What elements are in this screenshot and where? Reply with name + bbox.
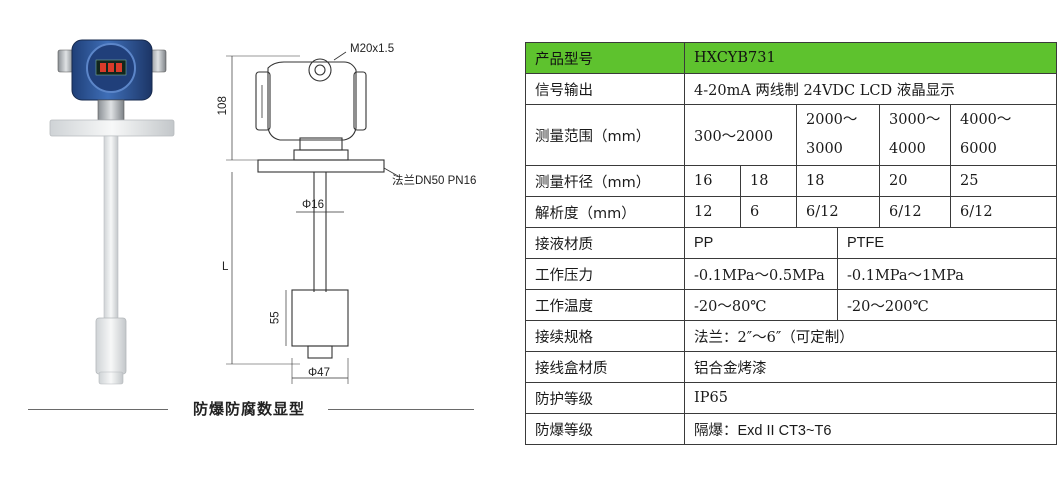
spec-row-protection: 防护等级 IP65 (525, 382, 1058, 414)
spec-row-explosion: 防爆等级 隔爆：Exd II CT3~T6 (525, 413, 1058, 445)
spec-value: 25 (949, 165, 1058, 197)
spec-row-connection: 接续规格 法兰：2″～6″（可定制） (525, 320, 1058, 352)
spec-value: PTFE (836, 227, 1058, 259)
spec-label: 防护等级 (525, 382, 685, 414)
dim-rod-diameter-label: Φ16 (302, 199, 324, 211)
spec-row-resolution: 解析度（mm） 12 6 6/12 6/12 6/12 (525, 196, 1058, 228)
spec-row-range: 测量范围（mm） 300～2000 2000～3000 3000～4000 40… (525, 104, 1058, 166)
spec-label: 工作压力 (525, 258, 685, 290)
dim-height-label: 108 (216, 96, 229, 116)
spec-value-cell: 隔爆：Exd II CT3~T6 (683, 413, 1058, 445)
dim-flange-label: 法兰DN50 PN16 (392, 175, 477, 187)
spec-row-signal: 信号输出 4-20mA 两线制 24VDC LCD 液晶显示 (525, 73, 1058, 105)
spec-value: 12 (684, 196, 741, 228)
spec-row-wetted: 接液材质 PP PTFE (525, 227, 1058, 259)
spec-value: 18 (740, 165, 797, 197)
spec-label: 信号输出 (525, 73, 685, 105)
spec-label: 测量范围（mm） (525, 104, 685, 166)
spec-label: 接液材质 (525, 227, 685, 259)
dim-length-label: L (222, 261, 229, 273)
spec-value-prefix: 隔爆： (694, 422, 738, 439)
spec-value: -20～200℃ (836, 289, 1058, 321)
spec-value: IP65 (683, 382, 1058, 414)
spec-value: HXCYB731 (683, 42, 1058, 74)
spec-row-pressure: 工作压力 -0.1MPa～0.5MPa -0.1MPa～1MPa (525, 258, 1058, 290)
spec-value: 法兰：2″～6″（可定制） (683, 320, 1058, 352)
spec-row-temperature: 工作温度 -20～80℃ -20～200℃ (525, 289, 1058, 321)
spec-value: 2000～3000 (796, 104, 880, 166)
spec-label: 防爆等级 (525, 413, 685, 445)
spec-value: 6 (740, 196, 797, 228)
spec-label: 接线盒材质 (525, 351, 685, 383)
spec-row-rod: 测量杆径（mm） 16 18 18 20 25 (525, 165, 1058, 197)
spec-label: 接续规格 (525, 320, 685, 352)
figure-caption: 防爆防腐数显型 (192, 400, 305, 418)
caption-rule-right (328, 409, 474, 410)
spec-value: -0.1MPa～0.5MPa (684, 258, 838, 290)
spec-label: 解析度（mm） (525, 196, 685, 228)
spec-value: 20 (879, 165, 951, 197)
caption-rule-left (28, 409, 168, 410)
product-illustration (49, 39, 399, 385)
spec-value: 300～2000 (684, 104, 797, 166)
spec-value: 6/12 (879, 196, 951, 228)
spec-value: 4-20mA 两线制 24VDC LCD 液晶显示 (683, 73, 1058, 105)
spec-value: 3000～4000 (879, 104, 951, 166)
spec-label: 产品型号 (525, 42, 685, 74)
spec-value: 6/12 (949, 196, 1058, 228)
spec-value: 18 (796, 165, 880, 197)
spec-value: 铝合金烤漆 (683, 351, 1058, 383)
figure-caption-row: 防爆防腐数显型 (28, 398, 474, 420)
spec-value: Exd II CT3~T6 (737, 422, 832, 439)
spec-label: 测量杆径（mm） (525, 165, 685, 197)
product-figure: M20x1.5 108 法兰DN50 PN16 Φ16 L 55 Φ47 防爆防… (0, 0, 500, 491)
spec-value: 16 (684, 165, 741, 197)
transmitter-photo (49, 39, 175, 385)
spec-value: 4000～6000 (949, 104, 1058, 166)
spec-table: 产品型号 HXCYB731 信号输出 4-20mA 两线制 24VDC LCD … (525, 42, 1058, 445)
spec-value: -20～80℃ (684, 289, 838, 321)
dim-thread-label: M20x1.5 (350, 43, 395, 55)
spec-value: 6/12 (796, 196, 880, 228)
spec-value: PP (684, 227, 838, 259)
spec-row-model: 产品型号 HXCYB731 (525, 42, 1058, 74)
spec-label: 工作温度 (525, 289, 685, 321)
spec-row-housing: 接线盒材质 铝合金烤漆 (525, 351, 1058, 383)
dimension-drawing (226, 51, 399, 384)
dim-float-height-label: 55 (269, 311, 282, 325)
dim-float-diameter-label: Φ47 (308, 367, 330, 379)
spec-value: -0.1MPa～1MPa (836, 258, 1058, 290)
